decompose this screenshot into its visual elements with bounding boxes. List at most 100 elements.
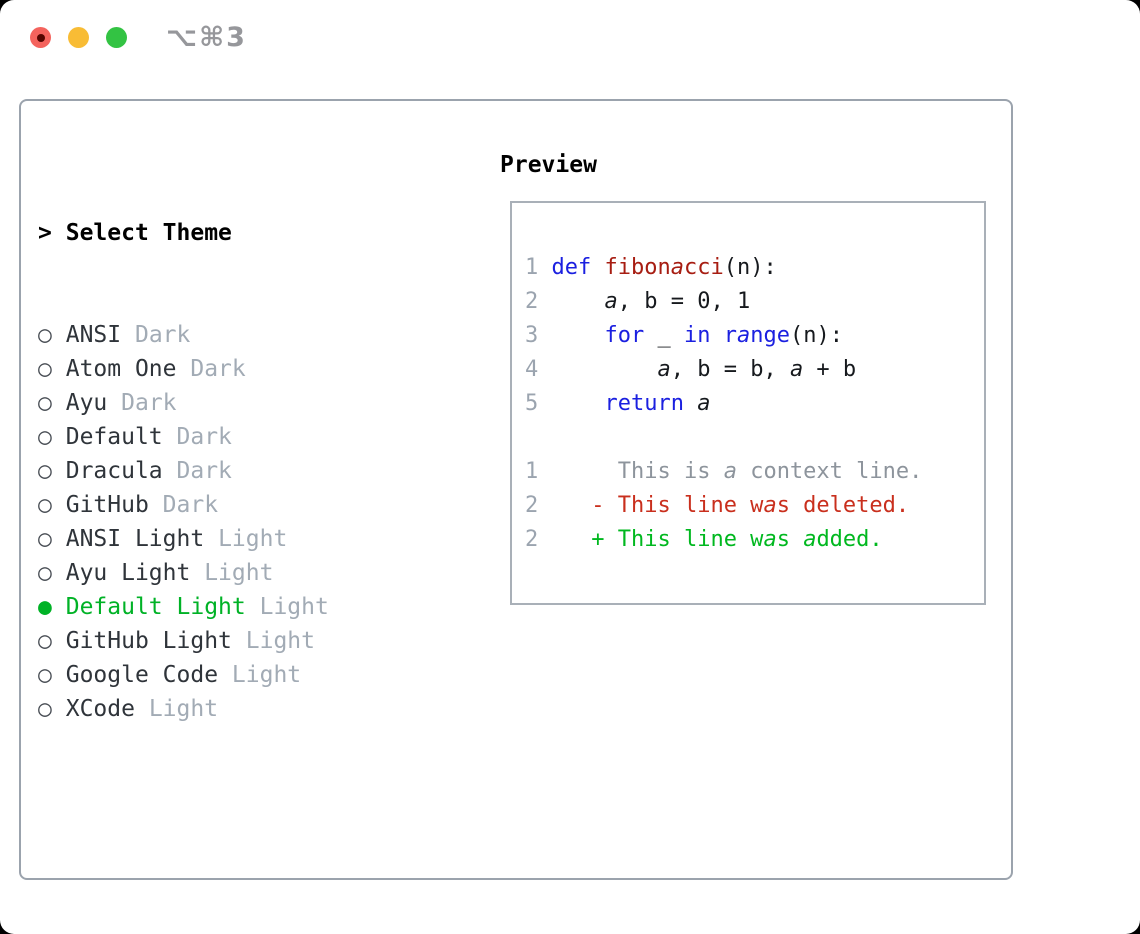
theme-tag: Dark — [176, 458, 232, 484]
code-line: 1 def fibonacci(n): — [525, 251, 984, 285]
select-theme-header: > Select Theme — [38, 216, 442, 250]
line-number: 1 — [525, 459, 539, 484]
deleted-sign-icon: - — [591, 493, 605, 518]
preview-title: Preview — [500, 152, 597, 178]
code-token: _ — [644, 323, 684, 348]
theme-list: ○ ANSI Dark○ Atom One Dark○ Ayu Dark○ De… — [38, 318, 442, 726]
theme-tag: Dark — [121, 390, 177, 416]
select-theme-label: Select Theme — [65, 220, 232, 246]
code-token: (n): — [789, 323, 843, 348]
code-line: 3 for _ in range(n): — [525, 319, 984, 353]
theme-option[interactable]: ○ Dracula Dark — [38, 454, 442, 488]
code-token: a, b = b, a + b — [657, 357, 857, 382]
code-token — [552, 391, 605, 416]
theme-option[interactable]: ○ GitHub Dark — [38, 488, 442, 522]
code-token: def — [551, 255, 592, 280]
theme-tag: Light — [204, 560, 274, 586]
window-controls — [30, 27, 127, 48]
line-number: 2 — [525, 493, 539, 518]
theme-name: Atom One — [65, 356, 177, 382]
theme-name: Google Code — [65, 662, 219, 688]
theme-name: XCode — [65, 696, 135, 722]
diff-line: 2 + This line was added. — [525, 523, 984, 557]
code-token: a — [697, 391, 711, 416]
theme-name: GitHub — [65, 492, 149, 518]
line-number: 5 — [525, 391, 539, 416]
radio-icon: ○ — [38, 696, 52, 722]
close-dot-icon — [36, 33, 45, 42]
theme-option[interactable]: ○ Default Dark — [38, 420, 442, 454]
theme-name: ANSI — [65, 322, 122, 348]
theme-name: GitHub Light — [65, 628, 232, 654]
theme-tag: Light — [231, 662, 302, 688]
theme-tag: Light — [259, 594, 329, 620]
code-token — [591, 255, 604, 280]
theme-option[interactable]: ○ GitHub Light Light — [38, 624, 442, 658]
theme-tag: Dark — [162, 492, 219, 518]
radio-icon: ○ — [38, 560, 52, 586]
minimize-button[interactable] — [68, 27, 89, 48]
theme-dialog-panel: > Select Theme ○ ANSI Dark○ Atom One Dar… — [19, 99, 1013, 880]
theme-option[interactable]: ○ Atom One Dark — [38, 352, 442, 386]
radio-icon: ○ — [38, 322, 52, 348]
code-token: fibonacci — [604, 255, 724, 280]
zoom-button[interactable] — [106, 27, 127, 48]
radio-selected-icon: ● — [38, 594, 52, 620]
diff-line: 2 - This line was deleted. — [525, 489, 984, 523]
theme-option[interactable]: ○ Ayu Light Light — [38, 556, 442, 590]
theme-option[interactable]: ● Default Light Light — [38, 590, 442, 624]
window-shortcut-title: ⌥⌘3 — [166, 22, 247, 53]
diff-text: This is a context line. — [617, 459, 923, 484]
code-token — [710, 323, 723, 348]
line-number: 2 — [525, 289, 539, 314]
code-line: 4 a, b = b, a + b — [525, 353, 984, 387]
apply-to-section: Apply To ● User Settings○ Workspace Sett… — [38, 862, 442, 934]
theme-name: Default — [65, 424, 163, 450]
theme-name: Default Light — [65, 594, 246, 620]
theme-option[interactable]: ○ ANSI Light Light — [38, 522, 442, 556]
code-token: (n): — [723, 255, 777, 280]
radio-icon: ○ — [38, 628, 52, 654]
theme-tag: Dark — [190, 356, 246, 382]
theme-tag: Light — [148, 696, 219, 722]
code-line: 2 a, b = 0, 1 — [525, 285, 984, 319]
theme-name: Ayu Light — [65, 560, 191, 586]
diff-text: This line was added. — [617, 527, 883, 552]
theme-tag: Dark — [176, 424, 232, 450]
theme-name: Dracula — [65, 458, 163, 484]
theme-option[interactable]: ○ Ayu Dark — [38, 386, 442, 420]
code-token: return — [604, 391, 684, 416]
theme-option[interactable]: ○ Google Code Light — [38, 658, 442, 692]
theme-option[interactable]: ○ ANSI Dark — [38, 318, 442, 352]
close-button[interactable] — [30, 27, 51, 48]
theme-tag: Dark — [134, 322, 191, 348]
theme-tag: Light — [245, 628, 315, 654]
radio-icon: ○ — [38, 526, 52, 552]
code-token: a, b = 0, 1 — [604, 289, 751, 314]
code-token — [552, 323, 605, 348]
theme-tag: Light — [218, 526, 288, 552]
blank-line — [525, 421, 984, 455]
code-token: range — [723, 323, 790, 348]
radio-icon: ○ — [38, 356, 52, 382]
diff-text: This line was deleted. — [617, 493, 910, 518]
radio-icon: ○ — [38, 390, 52, 416]
radio-icon: ○ — [38, 492, 52, 518]
radio-icon: ○ — [38, 458, 52, 484]
apply-to-header: Apply To — [38, 930, 442, 934]
theme-name: ANSI Light — [65, 526, 205, 552]
line-number: 4 — [525, 357, 539, 382]
code-token: in — [683, 323, 711, 348]
code-line: 5 return a — [525, 387, 984, 421]
diff-line: 1 This is a context line. — [525, 455, 984, 489]
radio-icon: ○ — [38, 662, 52, 688]
theme-name: Ayu — [65, 390, 108, 416]
selection-cursor-icon: > — [38, 220, 52, 246]
radio-icon: ○ — [38, 424, 52, 450]
code-token: for — [604, 323, 645, 348]
line-number: 1 — [525, 255, 539, 280]
theme-option[interactable]: ○ XCode Light — [38, 692, 442, 726]
